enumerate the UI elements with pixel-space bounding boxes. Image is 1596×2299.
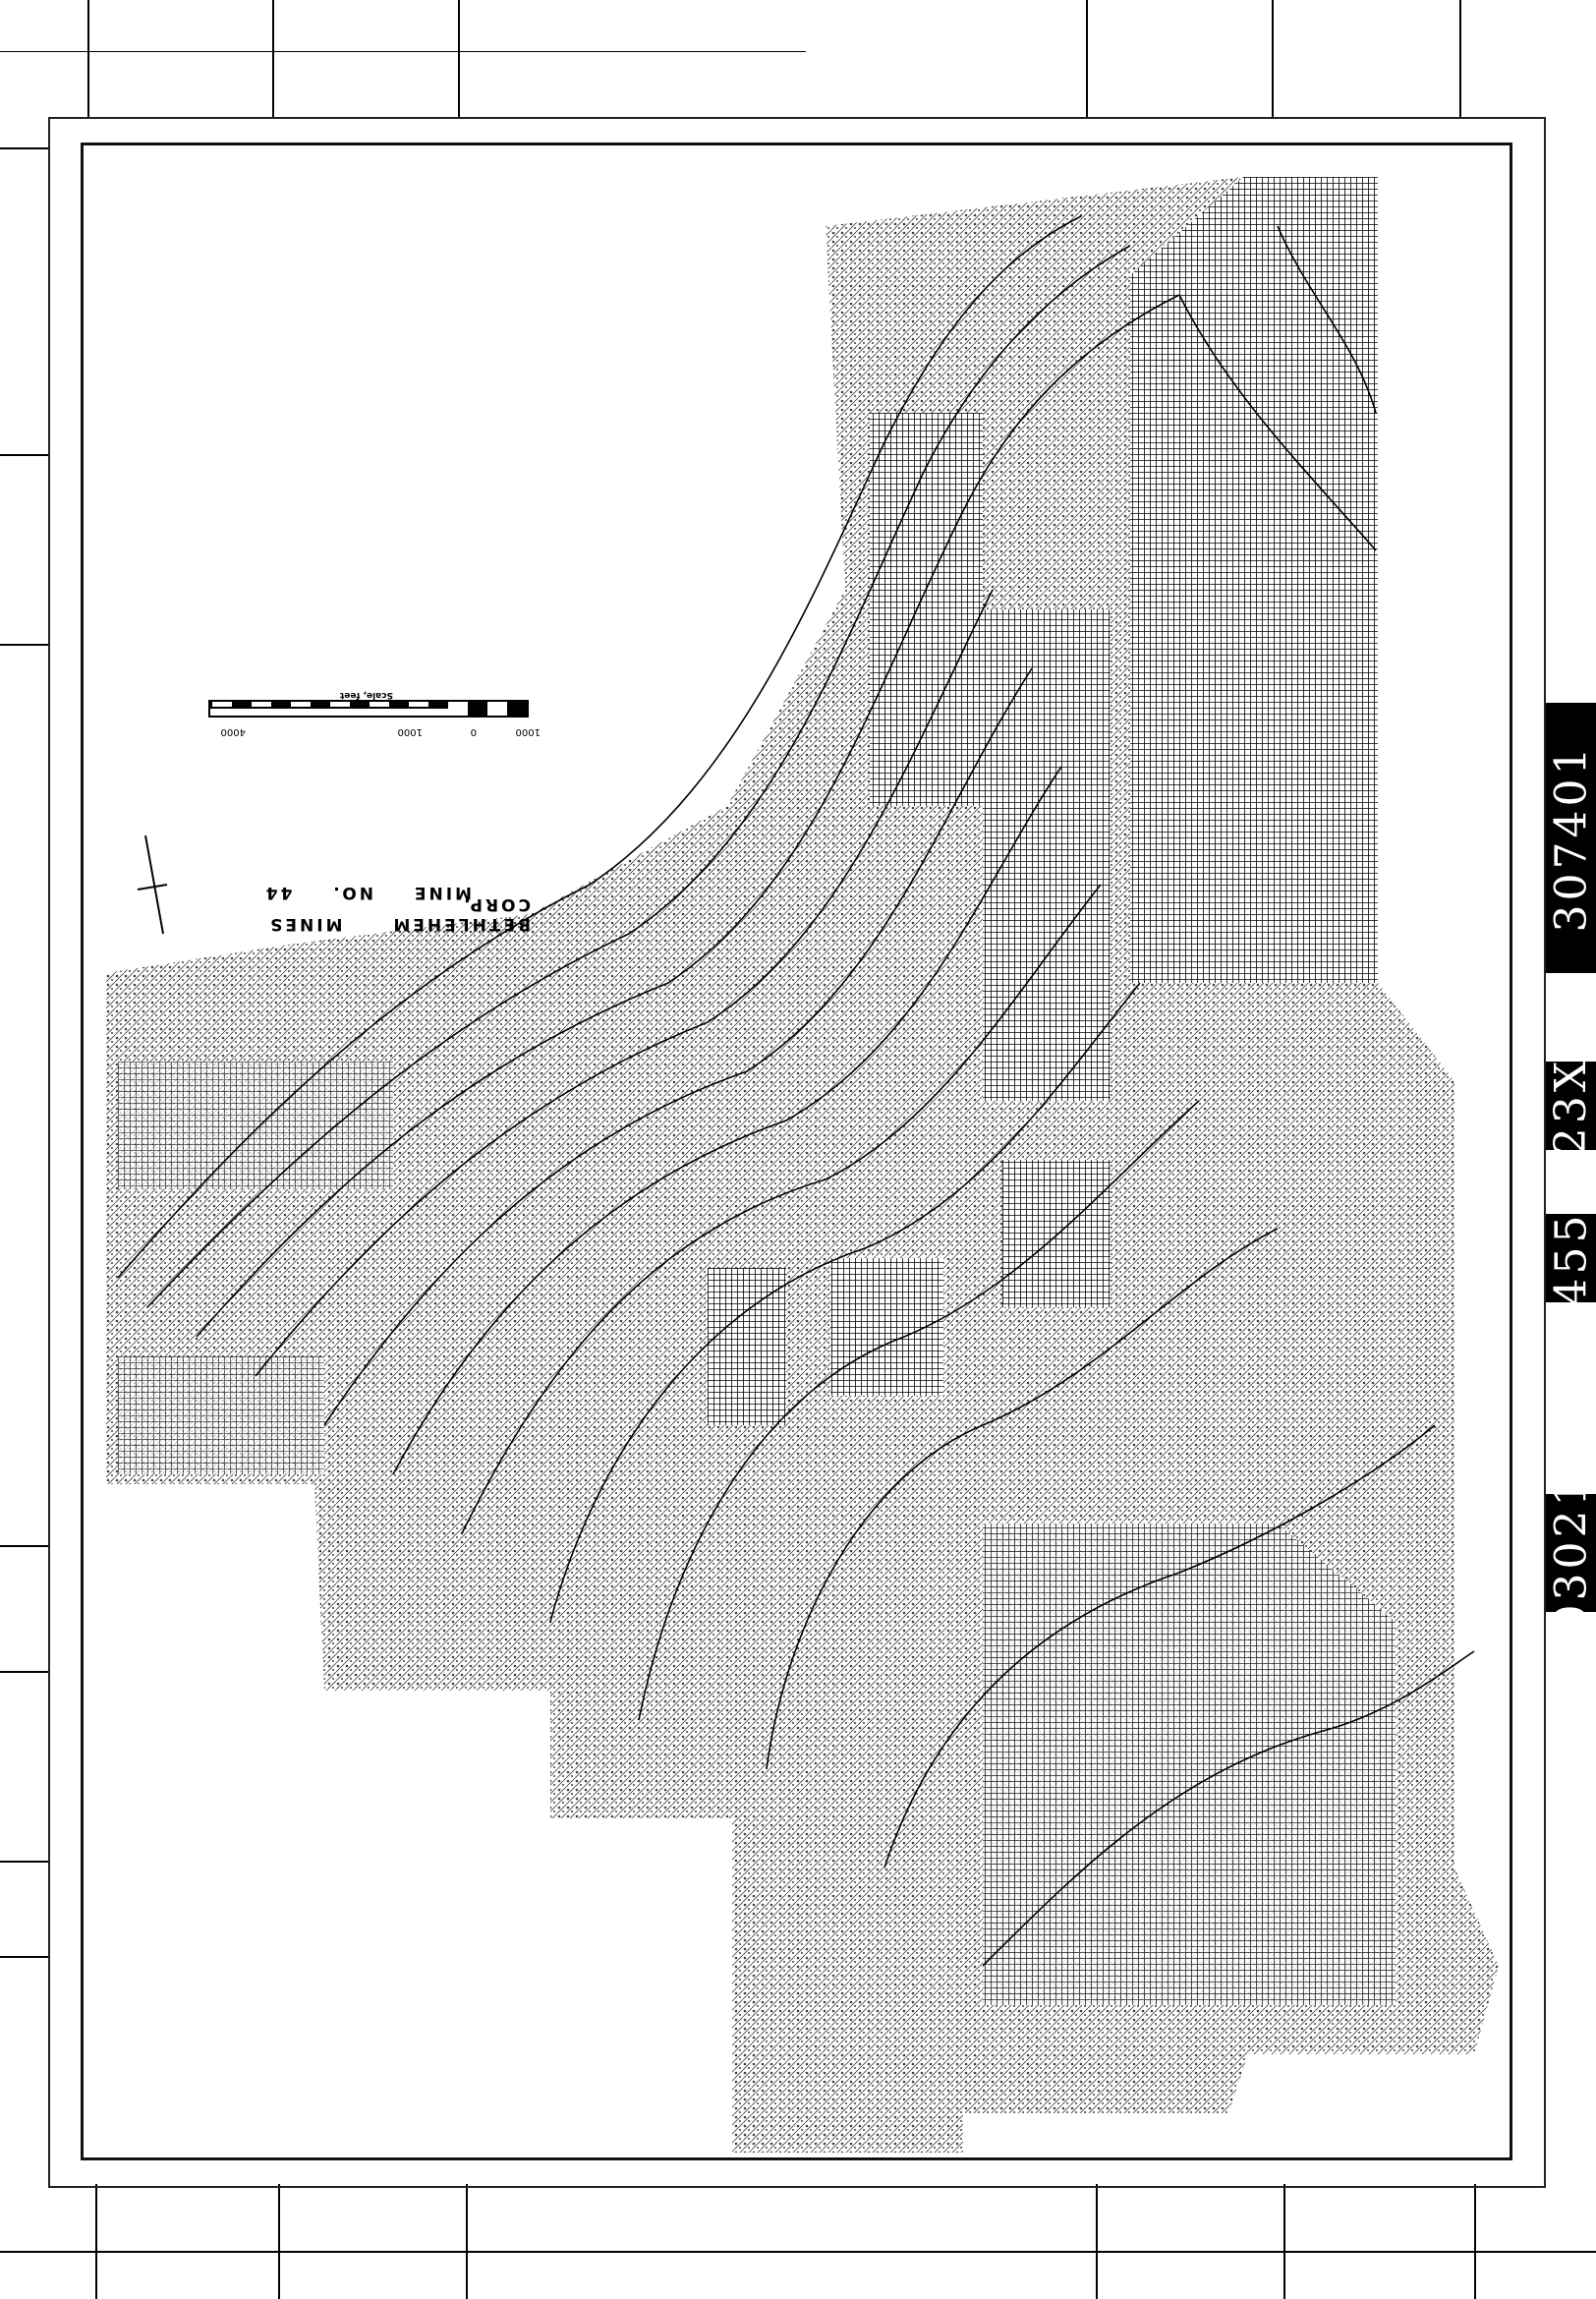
grid-line	[458, 0, 460, 117]
mapped-area	[106, 177, 1499, 2153]
grid-line	[0, 1671, 48, 1673]
grid-line	[0, 644, 48, 646]
grid-line	[1096, 2184, 1098, 2299]
grid-line	[0, 1956, 48, 1958]
grid-line	[1283, 2184, 1285, 2299]
grid-line	[1459, 0, 1461, 117]
grid-line	[0, 2251, 1596, 2253]
scale-tick: 4000	[220, 726, 246, 737]
grid-line	[278, 2184, 280, 2299]
grid-line	[1272, 0, 1274, 117]
grid-line	[1474, 2184, 1476, 2299]
grid-line	[0, 454, 48, 456]
film-label: 307401	[1546, 703, 1596, 973]
sheet-border	[48, 117, 1546, 2188]
north-arrow	[137, 834, 168, 935]
grid-line	[0, 1545, 48, 1547]
title-block: BETHLEHEM MINES CORP. MINE NO. 44 1000 0…	[187, 659, 541, 944]
film-label: 23X	[1546, 1057, 1596, 1155]
grid-line	[1086, 0, 1088, 117]
grid-line	[87, 0, 89, 117]
map-border	[81, 143, 1512, 2160]
film-label: 03021	[1546, 1474, 1596, 1632]
scale-tick: 1000	[515, 726, 541, 737]
scale-bar	[208, 700, 529, 718]
grid-line	[272, 0, 274, 117]
grid-line	[95, 2184, 97, 2299]
grid-line	[466, 2184, 468, 2299]
scale-label: Scale, feet	[339, 690, 393, 700]
grid-line	[0, 51, 806, 52]
grid-line	[0, 1861, 48, 1863]
grid-line	[0, 147, 48, 149]
mine-name: MINE NO. 44	[262, 883, 472, 902]
scale-tick: 1000	[397, 726, 423, 737]
scale-tick: 0	[470, 726, 477, 737]
contour-lines	[117, 215, 1475, 1967]
film-label: 455	[1546, 1211, 1596, 1305]
